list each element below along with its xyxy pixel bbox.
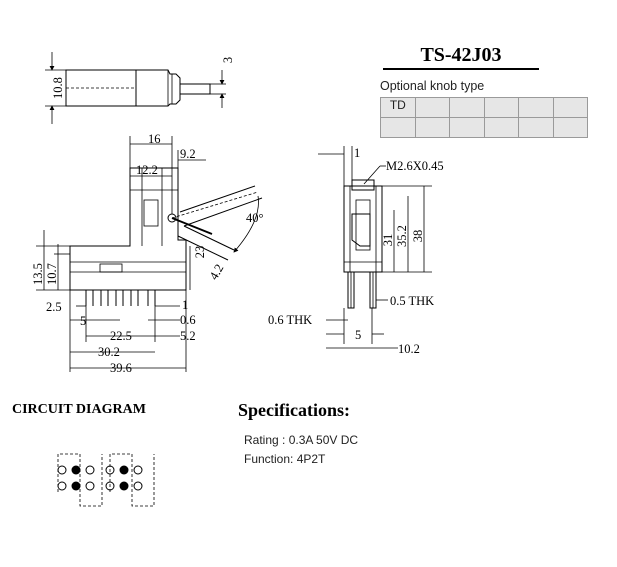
dim-38: 38 — [411, 230, 425, 243]
dim-35-2: 35.2 — [395, 225, 409, 247]
dim-2-5: 2.5 — [46, 300, 62, 314]
dim-1: 1 — [182, 298, 188, 312]
dim-16: 16 — [148, 132, 161, 146]
specifications-title: Specifications: — [238, 400, 350, 420]
dim-13-5: 13.5 — [31, 263, 45, 285]
dim-23: 23 — [193, 246, 207, 259]
dim-30-2: 30.2 — [98, 345, 120, 359]
dim-12-2: 12.2 — [136, 163, 158, 177]
spec-rating: Rating : 0.3A 50V DC — [244, 433, 359, 447]
circuit-diagram-title: CIRCUIT DIAGRAM — [12, 402, 146, 417]
dim-31: 31 — [381, 234, 395, 247]
knob-row-2 — [380, 117, 589, 138]
knob-cell — [414, 117, 451, 138]
dim-39-6: 39.6 — [110, 361, 132, 375]
knob-type-table: TD — [380, 97, 589, 138]
side-view: 1 M2.6X0.45 31 35.2 38 0.5 THK 0.6 THK 5… — [268, 146, 444, 356]
dim-5: 5 — [80, 314, 86, 328]
dim-22-5: 22.5 — [110, 329, 132, 343]
dim-4-2: 4.2 — [207, 262, 227, 283]
dim-9-2: 9.2 — [180, 147, 196, 161]
front-view: 40° 16 9.2 12.2 13.5 10.7 23 4.2 2.5 1 5 — [31, 132, 264, 375]
dim-side-5: 5 — [355, 328, 361, 342]
knob-cell — [552, 117, 589, 138]
model-title: TS-42J03 — [383, 44, 539, 70]
knob-cell — [449, 117, 485, 138]
dim-10-7: 10.7 — [45, 263, 59, 285]
dim-10-8: 10.8 — [51, 77, 65, 99]
dim-angle: 40° — [246, 211, 264, 225]
dim-thk-0-5: 0.5 THK — [390, 294, 434, 308]
knob-type-label: Optional knob type — [380, 79, 485, 93]
knob-row-1: TD — [380, 97, 589, 118]
dim-thk-0-6: 0.6 THK — [268, 313, 312, 327]
spec-function: Function: 4P2T — [244, 452, 326, 466]
knob-cell: TD — [380, 97, 416, 118]
dim-screw: M2.6X0.45 — [386, 159, 444, 173]
dim-side-1: 1 — [354, 146, 360, 160]
dim-5-2: 5.2 — [180, 329, 196, 343]
circuit-diagram — [57, 453, 155, 507]
dim-3: 3 — [221, 57, 235, 63]
top-view: 10.8 3 — [45, 52, 235, 124]
dim-0-6: 0.6 — [180, 313, 196, 327]
dim-side-10-2: 10.2 — [398, 342, 420, 356]
